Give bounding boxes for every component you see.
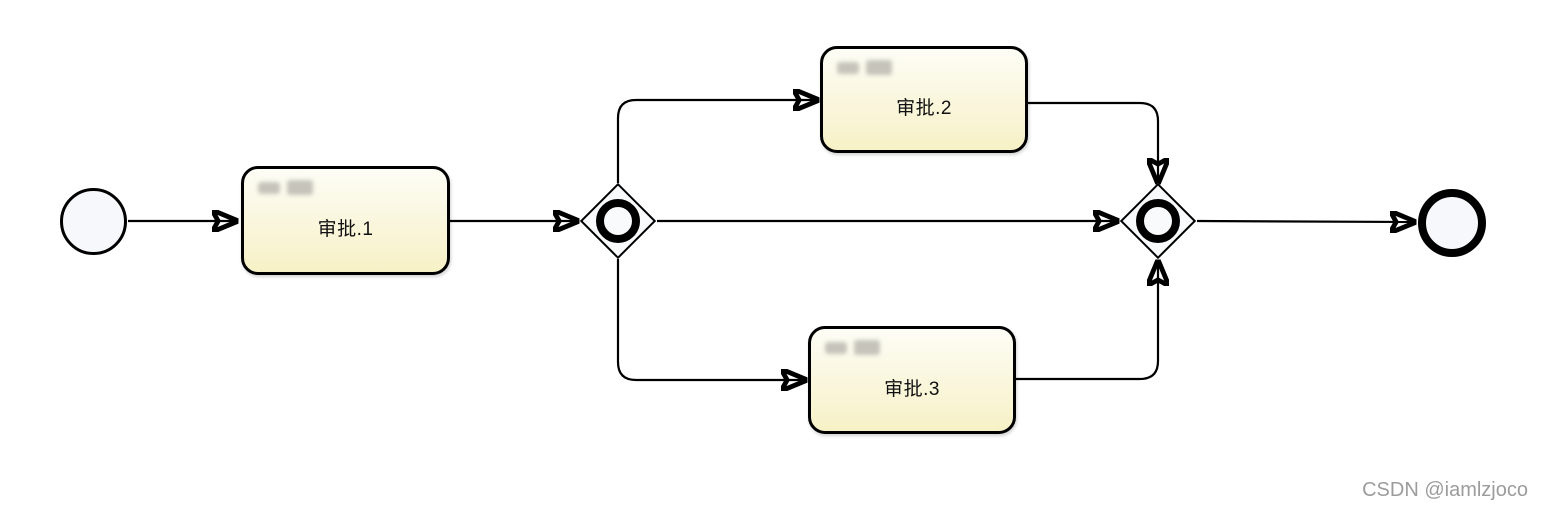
task-label: 审批.3 [884,378,940,400]
flow-gateway2-to-end [1196,221,1412,222]
start-event [60,188,127,255]
flow-gateway1-to-task3 [616,259,803,380]
inclusive-gateway-join [1119,182,1197,260]
watermark: CSDN @iamlzjoco [1362,479,1528,501]
task-approval-3: 审批.3 [808,326,1016,434]
inclusive-gateway-circle-icon [596,199,640,243]
task-label: 审批.1 [317,219,374,240]
blurred-assignee-icon [825,339,881,357]
flow-gateway1-to-task2 [616,100,815,183]
task-label: 审批.2 [896,98,952,119]
blurred-assignee-icon [258,179,314,197]
end-event [1418,189,1486,257]
blurred-assignee-icon [837,59,893,77]
flow-task3-to-gateway2 [1016,264,1158,381]
task-approval-2: 审批.2 [820,46,1028,153]
inclusive-gateway-circle-icon [1136,199,1180,243]
flow-task2-to-gateway2 [1028,101,1158,180]
inclusive-gateway-split [579,182,657,260]
task-approval-1: 审批.1 [241,166,450,275]
